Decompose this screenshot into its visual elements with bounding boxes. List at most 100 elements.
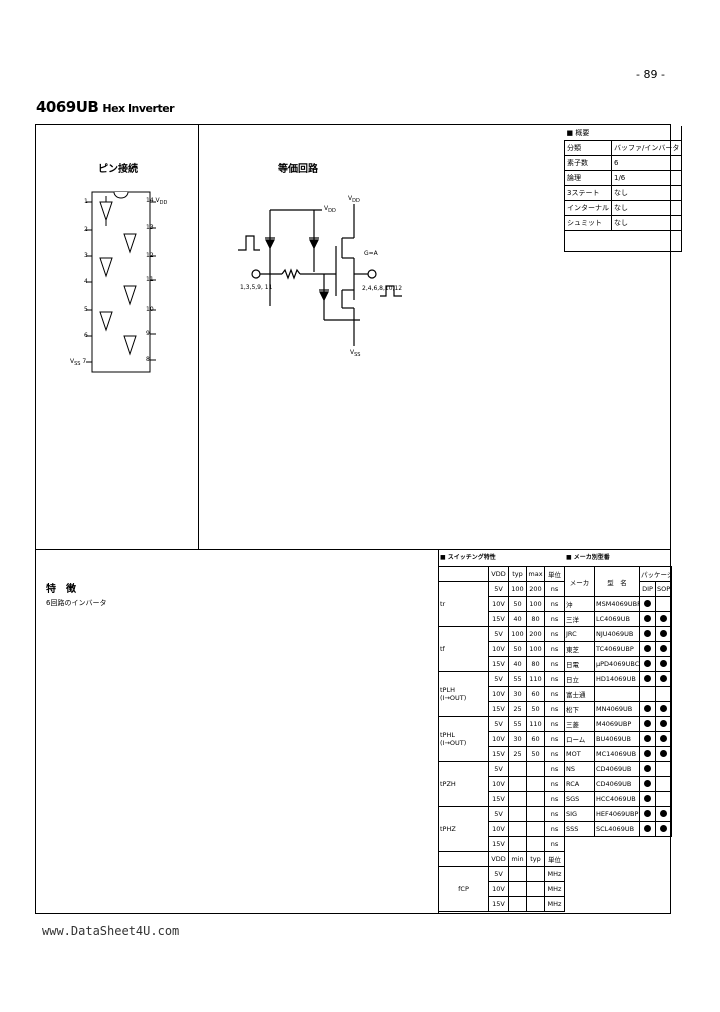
package-sop-cell	[655, 641, 672, 657]
switching-cell: 55	[508, 671, 527, 687]
switching-cell: 110	[526, 671, 545, 687]
vss-bottom-label: VSS	[350, 349, 361, 359]
freq-cell	[508, 881, 527, 897]
availability-dot-icon	[644, 719, 651, 727]
maker-name: 沖	[564, 596, 595, 612]
switching-cell: ns	[544, 671, 565, 687]
switching-cell: ns	[544, 611, 565, 627]
datasheet-frame	[35, 124, 671, 914]
maker-model	[594, 686, 640, 702]
maker-model: HCC4069UB	[594, 791, 640, 807]
pin-label-8: 8	[146, 356, 150, 363]
switching-param-label: tPZH	[440, 780, 456, 788]
spec-value: なし	[610, 200, 683, 216]
availability-dot-icon	[644, 749, 651, 757]
pin-diagram	[86, 191, 156, 373]
part-number: 4069UB	[36, 98, 99, 116]
pin-label-9: 9	[146, 330, 150, 337]
switching-cell	[526, 761, 545, 777]
equiv-section-title: 等価回路	[278, 164, 318, 175]
switching-param-header	[438, 566, 489, 582]
switching-header-cell: 単位	[544, 566, 565, 582]
switching-cell: 10V	[488, 776, 509, 792]
switching-cell: 5V	[488, 671, 509, 687]
maker-name: 日電	[564, 656, 595, 672]
features-title: 特 徴	[46, 584, 76, 595]
switching-cell: 5V	[488, 626, 509, 642]
switching-cell: 15V	[488, 791, 509, 807]
maker-name: SIG	[564, 806, 595, 822]
switching-cell: 30	[508, 686, 527, 702]
freq-cell: 5V	[488, 866, 509, 882]
availability-dot-icon	[644, 809, 651, 817]
switching-cell: ns	[544, 806, 565, 822]
availability-dot-icon	[660, 824, 667, 832]
package-dip-cell	[639, 626, 656, 642]
package-dip-cell	[639, 791, 656, 807]
switching-cell: 25	[508, 746, 527, 762]
switching-cell: 10V	[488, 641, 509, 657]
spec-label: シュミット	[564, 215, 612, 231]
pin-label-3: 3	[84, 252, 88, 259]
package-dip-cell	[639, 821, 656, 837]
availability-dot-icon	[644, 614, 651, 622]
availability-dot-icon	[644, 644, 651, 652]
switching-cell: 10V	[488, 686, 509, 702]
pin-label-10: 10	[146, 306, 154, 313]
switching-cell: ns	[544, 626, 565, 642]
maker-name: SGS	[564, 791, 595, 807]
freq-cell	[508, 866, 527, 882]
switching-cell: 200	[526, 626, 545, 642]
package-dip-cell	[639, 746, 656, 762]
switching-cell: 5V	[488, 806, 509, 822]
switching-header-cell: max	[526, 566, 545, 582]
maker-name: JRC	[564, 626, 595, 642]
switching-cell: 40	[508, 611, 527, 627]
package-sop-cell	[655, 746, 672, 762]
availability-dot-icon	[644, 779, 651, 787]
switching-cell: ns	[544, 836, 565, 852]
maker-model: MN4069UB	[594, 701, 640, 717]
switching-cell: 110	[526, 716, 545, 732]
switching-title: ■ スイッチング特性	[440, 554, 496, 561]
spec-label: 分類	[564, 140, 612, 156]
maker-name: 東芝	[564, 641, 595, 657]
freq-param-name: fCP	[438, 866, 489, 912]
availability-dot-icon	[660, 674, 667, 682]
availability-dot-icon	[660, 719, 667, 727]
switching-cell: ns	[544, 791, 565, 807]
availability-dot-icon	[660, 644, 667, 652]
switching-cell: ns	[544, 656, 565, 672]
availability-dot-icon	[660, 659, 667, 667]
pin-label-vss: VSS 7	[70, 358, 87, 368]
freq-cell: MHz	[544, 881, 565, 897]
switching-cell: 50	[526, 701, 545, 717]
package-sop-cell	[655, 776, 672, 792]
spec-value: バッファ/インバータ	[610, 140, 683, 156]
switching-cell: 60	[526, 731, 545, 747]
switching-param-name: tPHL(I→OUT)	[438, 716, 489, 762]
maker-name: 富士通	[564, 686, 595, 702]
features-text: 6回路のインバータ	[46, 599, 107, 607]
switching-param-name: tf	[438, 626, 489, 672]
switching-param-label: tf	[440, 645, 445, 653]
dip-header: DIP	[639, 581, 656, 597]
switching-cell: 50	[508, 596, 527, 612]
switching-cell: 5V	[488, 581, 509, 597]
maker-model: NJU4069UB	[594, 626, 640, 642]
package-dip-cell	[639, 776, 656, 792]
makers-header-row: メーカ型 名パッケージ	[564, 566, 672, 597]
switching-cell: 5V	[488, 761, 509, 777]
freq-header-cell: VDD	[488, 851, 509, 867]
switching-cell	[508, 761, 527, 777]
